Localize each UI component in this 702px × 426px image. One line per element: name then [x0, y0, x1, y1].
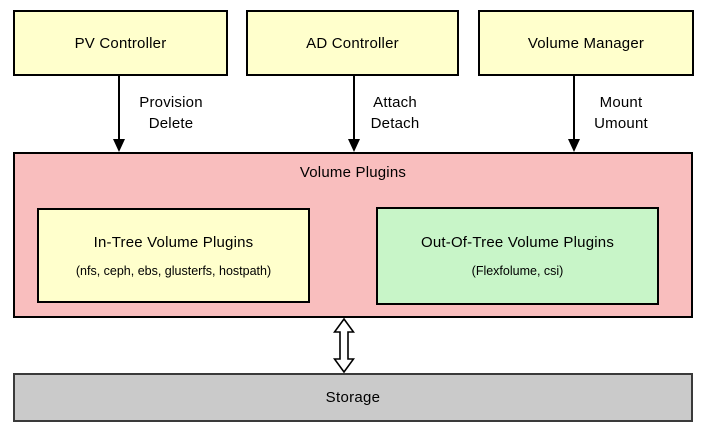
in-tree-plugins-box: In-Tree Volume Plugins (nfs, ceph, ebs, … — [37, 208, 310, 303]
ad-controller-label: AD Controller — [306, 34, 399, 52]
ad-controller-box: AD Controller — [246, 10, 459, 76]
ad-down-arrowhead-icon — [348, 139, 360, 152]
in-tree-plugins-title: In-Tree Volume Plugins — [93, 233, 254, 251]
pv-down-arrowhead-icon — [113, 139, 125, 152]
storage-box: Storage — [13, 373, 693, 422]
storage-label: Storage — [325, 389, 381, 406]
vm-down-arrowhead-icon — [568, 139, 580, 152]
ad-down-arrow-icon — [353, 76, 355, 140]
volume-plugins-title: Volume Plugins — [299, 164, 407, 181]
vm-down-arrow-icon — [573, 76, 575, 140]
plugins-storage-double-arrow-icon — [333, 318, 355, 373]
pv-controller-box: PV Controller — [13, 10, 228, 76]
pv-down-arrow-icon — [118, 76, 120, 140]
pv-controller-label: PV Controller — [74, 34, 167, 52]
attach-detach-label: Attach Detach — [370, 94, 420, 132]
provision-delete-label: Provision Delete — [139, 94, 203, 132]
out-of-tree-plugins-title: Out-Of-Tree Volume Plugins — [420, 234, 615, 251]
in-tree-plugins-examples: (nfs, ceph, ebs, glusterfs, hostpath) — [75, 263, 272, 278]
volume-manager-label: Volume Manager — [527, 34, 645, 52]
mount-umount-label: Mount Umount — [594, 94, 648, 132]
volume-manager-box: Volume Manager — [478, 10, 694, 76]
out-of-tree-plugins-examples: (Flexfolume, csi) — [471, 264, 564, 278]
out-of-tree-plugins-box: Out-Of-Tree Volume Plugins (Flexfolume, … — [376, 207, 659, 305]
